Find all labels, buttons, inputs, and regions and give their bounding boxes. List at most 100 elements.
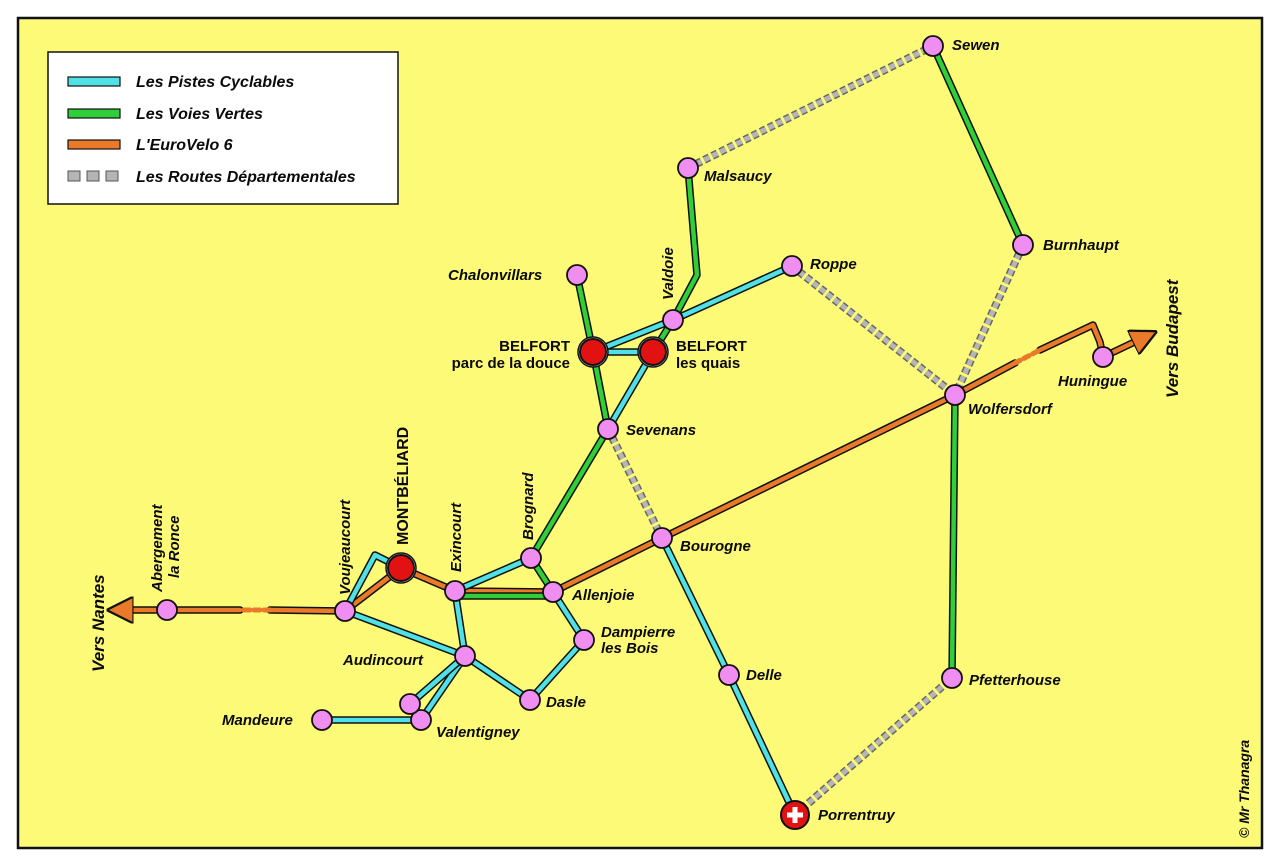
node-sevenans[interactable]: [597, 418, 619, 440]
node-bourogne[interactable]: [651, 527, 673, 549]
node-roppe[interactable]: [781, 255, 803, 277]
greenway-wolfersdorf-pfetterhouse: [948, 391, 959, 682]
label-allenjoie: Allenjoie: [571, 587, 635, 604]
road-sevenans-bourogne: [604, 427, 666, 540]
label-belfort-quais-line1: BELFORT: [676, 338, 747, 355]
greenway-sevenans-brognard: [527, 425, 612, 562]
node-voujeaucourt[interactable]: [334, 600, 356, 622]
label-malsaucy: Malsaucy: [704, 168, 772, 185]
label-pfetterhouse: Pfetterhouse: [969, 672, 1061, 689]
label-belfort-douce-line1: BELFORT: [499, 338, 570, 355]
eurovelo-gap-east: [1012, 347, 1043, 366]
node-dampierre[interactable]: [573, 629, 595, 651]
node-pfetterhouse[interactable]: [941, 667, 963, 689]
legend-swatch-road-2: [86, 170, 100, 182]
greenway-wolfersdorf-pfetterhouse-fill: [949, 392, 958, 681]
road-sewen-malsaucy-fill: [686, 43, 935, 171]
eurovelo-west-fill: [267, 607, 348, 614]
label-sevenans: Sevenans: [626, 422, 696, 439]
credit-text: © Mr Thanagra: [1236, 740, 1252, 838]
cycle-exincourt-audincourt-fill: [452, 588, 468, 659]
label-audincourt: Audincourt: [342, 652, 424, 669]
node-chalonvillars[interactable]: [566, 264, 588, 286]
town-nodes: [156, 35, 1114, 830]
road-roppe-wolfersdorf: [789, 262, 958, 399]
label-belfort-douce-line2: parc de la douce: [452, 355, 570, 372]
legend-label-eurovelo: L'EuroVelo 6: [136, 137, 233, 154]
node-malsaucy[interactable]: [677, 157, 699, 179]
legend-label-road: Les Routes Départementales: [136, 169, 356, 186]
label-vers-nantes: Vers Nantes: [89, 574, 108, 672]
label-montbeliard: MONTBÉLIARD: [393, 427, 412, 545]
node-wolfersdorf[interactable]: [944, 384, 966, 406]
legend-swatch-eurovelo: [67, 139, 121, 150]
node-brognard[interactable]: [520, 547, 542, 569]
node-exincourt[interactable]: [444, 580, 466, 602]
label-dampierre-line2: les Bois: [601, 640, 659, 657]
legend-swatch-road-3: [105, 170, 119, 182]
cycle-audincourt-valentigney2: [406, 652, 469, 708]
node-city-bquais[interactable]: [639, 338, 667, 366]
eurovelo-west: [266, 606, 349, 615]
label-voujeaucourt: Voujeaucourt: [337, 499, 354, 595]
label-porrentruy: Porrentruy: [818, 807, 895, 824]
road-sevenans-bourogne-fill: [605, 427, 665, 540]
node-burnhaupt[interactable]: [1012, 234, 1034, 256]
legend-item-road: Les Routes Départementales: [67, 169, 356, 186]
label-delle: Delle: [746, 667, 782, 684]
label-bourogne: Bourogne: [680, 538, 751, 555]
road-porrentruy-pfetterhouse: [792, 674, 955, 819]
road-porrentruy-pfetterhouse-fill: [793, 676, 954, 817]
cycle-exincourt-audincourt: [451, 587, 469, 660]
label-exincourt: Exincourt: [448, 502, 465, 572]
town-labels: Sewen Malsaucy Burnhaupt Chalonvillars V…: [89, 37, 1252, 838]
label-huningue: Huningue: [1058, 373, 1127, 390]
greenway-sewen-burnhaupt: [929, 42, 1027, 249]
legend-item-eurovelo: L'EuroVelo 6: [67, 137, 233, 154]
legend-swatch-greenway: [67, 108, 121, 119]
label-roppe: Roppe: [810, 256, 857, 273]
label-sewen: Sewen: [952, 37, 1000, 54]
node-city-montbeliard[interactable]: [387, 554, 415, 582]
node-huningue[interactable]: [1092, 346, 1114, 368]
node-dasle[interactable]: [519, 689, 541, 711]
label-abergement-line2: la Ronce: [166, 515, 183, 578]
label-brognard: Brognard: [520, 472, 537, 540]
greenway-sewen-burnhaupt-fill: [930, 43, 1026, 248]
label-vers-budapest: Vers Budapest: [1163, 278, 1182, 398]
legend-swatch-cycle-path: [67, 76, 121, 87]
label-abergement-line1: Abergement: [149, 503, 166, 593]
node-audincourt[interactable]: [454, 645, 476, 667]
label-mandeure: Mandeure: [222, 712, 293, 729]
label-dasle: Dasle: [546, 694, 586, 711]
legend-item-cycle-path: Les Pistes Cyclables: [67, 74, 294, 91]
cycle-exincourt-brognard: [451, 554, 535, 595]
greenway-sevenans-brognard-fill: [528, 426, 611, 561]
road-roppe-wolfersdorf-fill: [790, 264, 957, 397]
label-valdoie: Valdoie: [660, 247, 677, 300]
node-valentigney[interactable]: [410, 709, 432, 731]
node-valentigney2[interactable]: [399, 693, 421, 715]
greenway-malsaucy-valdoie-fill: [670, 165, 700, 323]
road-sewen-malsaucy: [686, 42, 935, 172]
node-valdoie[interactable]: [662, 309, 684, 331]
label-wolfersdorf: Wolfersdorf: [968, 401, 1054, 418]
label-burnhaupt: Burnhaupt: [1043, 237, 1120, 254]
node-allenjoie[interactable]: [542, 581, 564, 603]
swiss-cross-icon: [787, 807, 803, 823]
node-abergement[interactable]: [156, 599, 178, 621]
legend-swatch-road-1: [67, 170, 81, 182]
label-belfort-quais-line2: les quais: [676, 355, 740, 372]
label-valentigney: Valentigney: [436, 724, 520, 741]
cycle-exincourt-brognard-fill: [452, 555, 534, 594]
node-sewen[interactable]: [922, 35, 944, 57]
node-city-bdouce[interactable]: [579, 338, 607, 366]
cycle-audincourt-valentigney2-fill: [407, 653, 468, 707]
legend-label-cycle-path: Les Pistes Cyclables: [136, 74, 294, 91]
node-delle[interactable]: [718, 664, 740, 686]
node-mandeure[interactable]: [311, 709, 333, 731]
label-chalonvillars: Chalonvillars: [448, 267, 542, 284]
legend-item-greenway: Les Voies Vertes: [67, 106, 263, 123]
